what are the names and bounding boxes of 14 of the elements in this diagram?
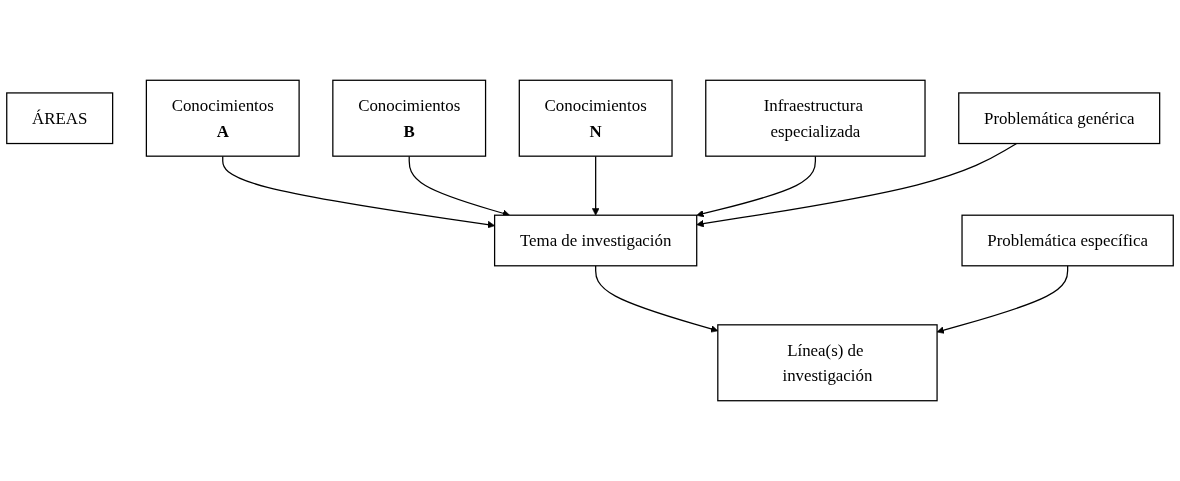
node-box (717, 324, 938, 402)
arrow (591, 155, 600, 216)
arrow (222, 155, 495, 229)
node-box (494, 214, 698, 267)
node-box (705, 79, 926, 157)
node-box (6, 92, 114, 145)
node-box (961, 214, 1174, 267)
node-box (958, 92, 1161, 145)
node-box (518, 79, 673, 157)
node-box (145, 79, 300, 157)
arrow (696, 142, 1018, 228)
arrow (408, 155, 510, 217)
node-box (332, 79, 487, 157)
arrow (696, 155, 816, 218)
